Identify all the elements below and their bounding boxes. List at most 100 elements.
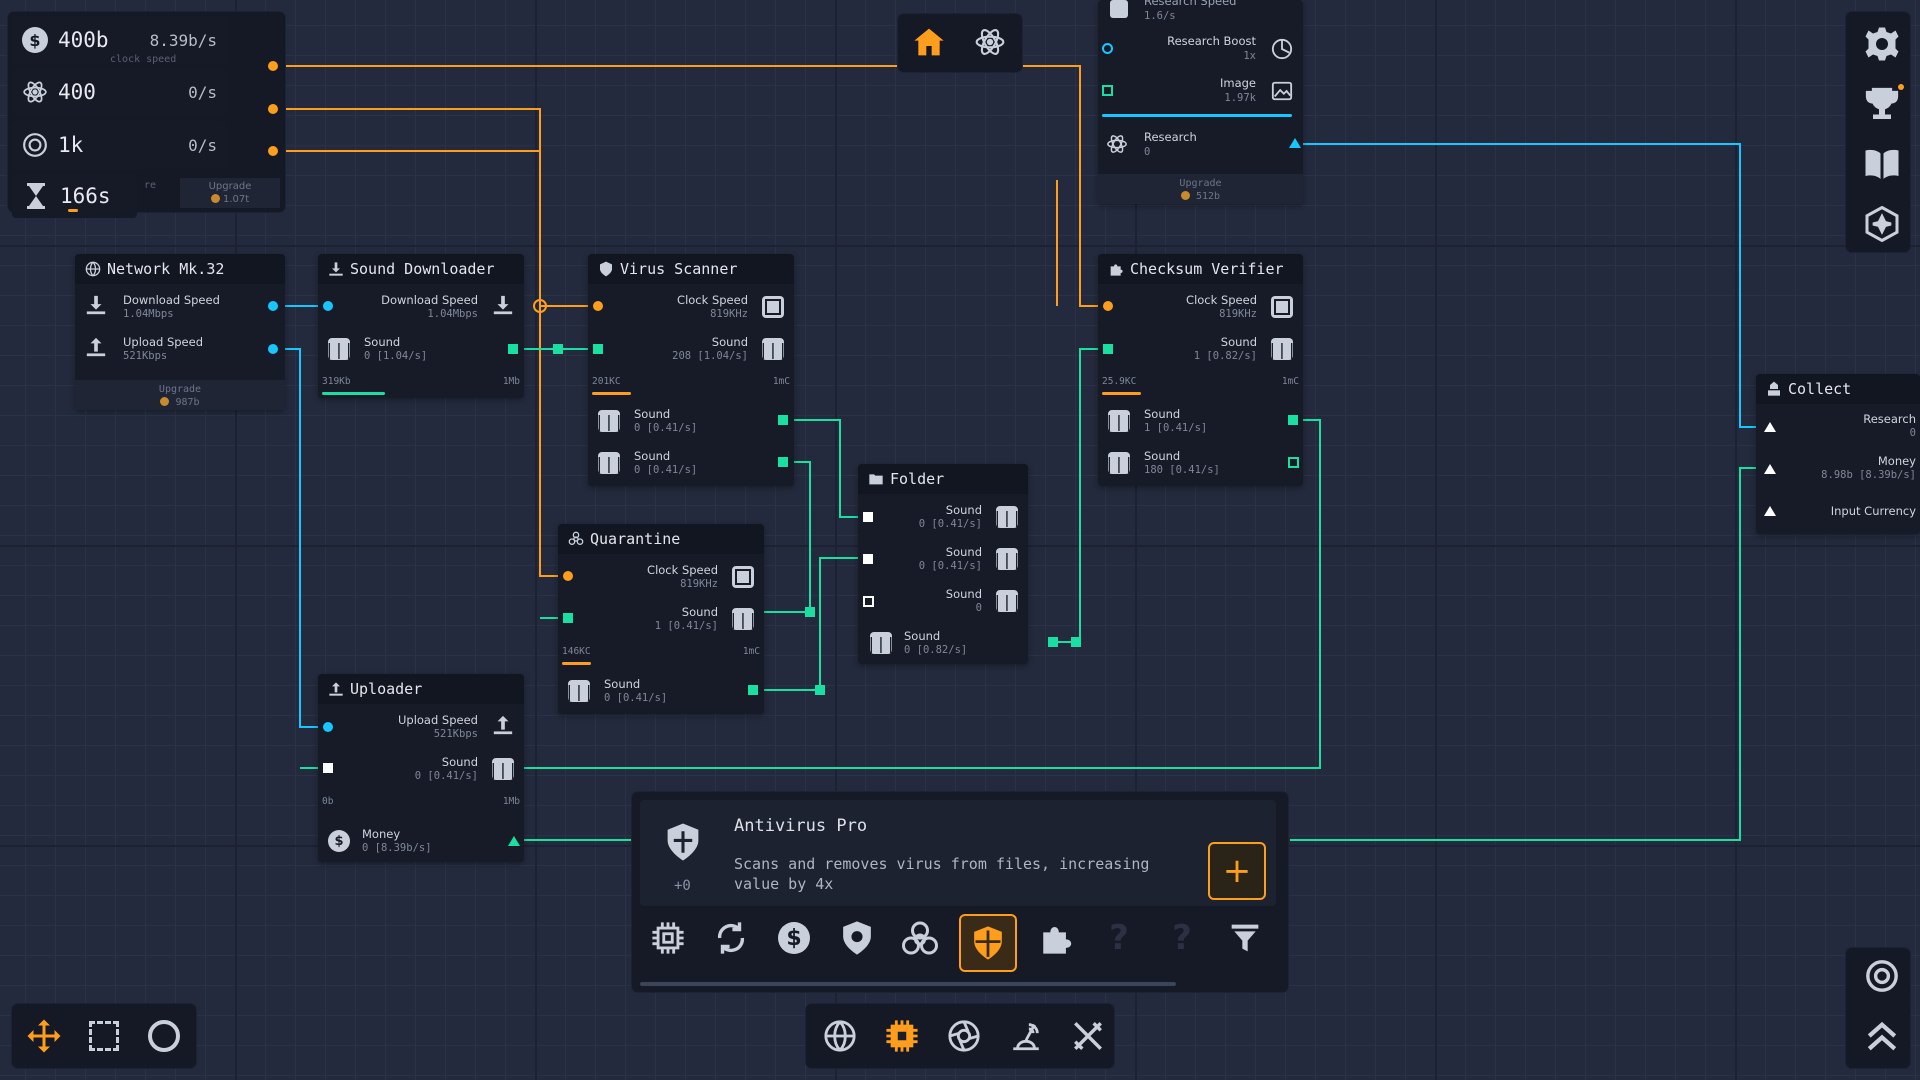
c-out2-port[interactable]: [1288, 457, 1299, 468]
folder-header[interactable]: Folder: [858, 464, 1028, 494]
uploader-header[interactable]: Uploader: [318, 674, 524, 704]
sound-icon: |||: [992, 590, 1022, 612]
tab-aperture[interactable]: [940, 1012, 988, 1060]
palette-filter[interactable]: [1221, 914, 1269, 962]
vs-clock-port[interactable]: [593, 301, 603, 311]
trophy-icon[interactable]: [1854, 80, 1910, 128]
token-output-port[interactable]: [268, 146, 278, 156]
detail-title: Antivirus Pro: [734, 816, 868, 836]
download-icon: [85, 294, 107, 316]
sd-bar-right: 1Mb: [502, 376, 520, 387]
q-sound-input-port[interactable]: [563, 613, 573, 623]
quarantine-title: Quarantine: [590, 530, 681, 548]
vs-sound-value: 208 [1.04/s]: [672, 350, 748, 362]
sound-icon: |||: [992, 506, 1022, 528]
folder-node[interactable]: Folder Sound 0 [0.41/s] ||| Sound 0 [0.4…: [858, 464, 1028, 664]
q-clock-port[interactable]: [563, 571, 573, 581]
uploader-title: Uploader: [350, 680, 423, 698]
network-node-header[interactable]: Network Mk.32: [75, 254, 285, 284]
folder-in1-port[interactable]: [863, 512, 873, 522]
hourglass-icon: [26, 183, 46, 209]
tab-cpu[interactable]: [878, 1012, 926, 1060]
chevrons-up-icon[interactable]: [1854, 1012, 1910, 1060]
c-clock-port[interactable]: [1103, 301, 1113, 311]
image-port[interactable]: [1102, 85, 1113, 96]
palette-shield-virus[interactable]: [833, 914, 881, 962]
sound-icon: |||: [594, 410, 624, 432]
sd-progress: [322, 392, 385, 395]
u-money-value: 0 [8.39b/s]: [362, 842, 432, 854]
collect-r2-label: Money: [1877, 454, 1916, 468]
sd-output-port[interactable]: [508, 344, 518, 354]
tab-globe[interactable]: [816, 1012, 864, 1060]
folder-in2-port[interactable]: [863, 554, 873, 564]
tab-antenna[interactable]: [1002, 1012, 1050, 1060]
research-output-arrow[interactable]: [1289, 138, 1301, 148]
vs-out2-port[interactable]: [778, 457, 788, 467]
u-upload-port[interactable]: [323, 722, 333, 732]
select-icon[interactable]: [80, 1012, 128, 1060]
collect-header[interactable]: Collect: [1756, 374, 1920, 404]
book-icon[interactable]: [1854, 140, 1910, 188]
u-sound-port[interactable]: [323, 763, 333, 773]
research-upgrade-button[interactable]: Upgrade 512b: [1098, 174, 1303, 204]
tab-tools[interactable]: [1064, 1012, 1112, 1060]
collect-money-arrow[interactable]: [1764, 464, 1776, 474]
vs-sound-input-port[interactable]: [593, 344, 603, 354]
network-upload-port[interactable]: [268, 344, 278, 354]
u-money-output-arrow[interactable]: [508, 836, 520, 846]
add-button[interactable]: +: [1208, 842, 1266, 900]
network-upgrade-button[interactable]: Upgrade 987b: [75, 380, 285, 410]
virus-scanner-header[interactable]: Virus Scanner: [588, 254, 794, 284]
palette-locked-1[interactable]: ?: [1109, 918, 1129, 958]
sd-input-port[interactable]: [323, 301, 333, 311]
sound-icon: |||: [564, 680, 594, 702]
circle-icon[interactable]: [140, 1012, 188, 1060]
palette-puzzle[interactable]: [1032, 914, 1080, 962]
upload-speed-value: 521Kbps: [123, 350, 168, 362]
collect-currency-arrow[interactable]: [1764, 506, 1776, 516]
q-out-port[interactable]: [748, 685, 758, 695]
target-icon[interactable]: [1854, 952, 1910, 1000]
checksum-header[interactable]: Checksum Verifier: [1098, 254, 1303, 284]
c-out1-port[interactable]: [1288, 415, 1298, 425]
c-sound-value: 1 [0.82/s]: [1193, 350, 1257, 362]
palette-scrollbar[interactable]: [640, 982, 1176, 986]
detail-count: +0: [674, 878, 691, 894]
c-sound-input-port[interactable]: [1103, 344, 1113, 354]
palette-antivirus-pro[interactable]: [959, 914, 1017, 972]
palette-refresh[interactable]: [707, 914, 755, 962]
right-bottom-toolbar: [1846, 948, 1910, 1068]
timer-upgrade-button[interactable]: Upgrade 1.07t: [180, 178, 280, 208]
move-icon[interactable]: [20, 1012, 68, 1060]
palette-biohazard[interactable]: [896, 914, 944, 962]
quarantine-node[interactable]: Quarantine Clock Speed 819KHz Sound 1 [0…: [558, 524, 764, 714]
collect-research-arrow[interactable]: [1764, 422, 1776, 432]
collect-node[interactable]: Collect Research 0 Money 8.98b [8.39b/s]…: [1756, 374, 1920, 534]
palette-chip[interactable]: [644, 914, 692, 962]
checksum-node[interactable]: Checksum Verifier Clock Speed 819KHz Sou…: [1098, 254, 1303, 486]
hexagon-icon[interactable]: [1854, 200, 1910, 248]
uploader-node[interactable]: Uploader Upload Speed 521Kbps Sound 0 [0…: [318, 674, 524, 862]
network-node[interactable]: Network Mk.32 Download Speed 1.04Mbps Up…: [75, 254, 285, 410]
atom-icon[interactable]: [974, 26, 1006, 62]
palette-locked-2[interactable]: ?: [1172, 918, 1192, 958]
chip-icon: [1271, 296, 1293, 318]
token-rate: 0/s: [188, 135, 217, 155]
research-boost-port[interactable]: [1102, 43, 1113, 54]
virus-scanner-node[interactable]: Virus Scanner Clock Speed 819KHz Sound 2…: [588, 254, 794, 486]
settings-icon[interactable]: [1854, 20, 1910, 68]
timer-bar: [68, 209, 78, 212]
folder-in3-port[interactable]: [863, 596, 874, 607]
folder-out-port[interactable]: [1048, 637, 1058, 647]
timer-resource[interactable]: 166s: [12, 174, 137, 218]
palette-dollar[interactable]: $: [770, 914, 818, 962]
money-output-port[interactable]: [268, 61, 278, 71]
sound-downloader-header[interactable]: Sound Downloader: [318, 254, 524, 284]
home-icon[interactable]: [912, 26, 946, 62]
research-output-port[interactable]: [268, 104, 278, 114]
network-download-port[interactable]: [268, 301, 278, 311]
quarantine-header[interactable]: Quarantine: [558, 524, 764, 554]
sound-downloader-node[interactable]: Sound Downloader Download Speed 1.04Mbps…: [318, 254, 524, 398]
vs-out1-port[interactable]: [778, 415, 788, 425]
